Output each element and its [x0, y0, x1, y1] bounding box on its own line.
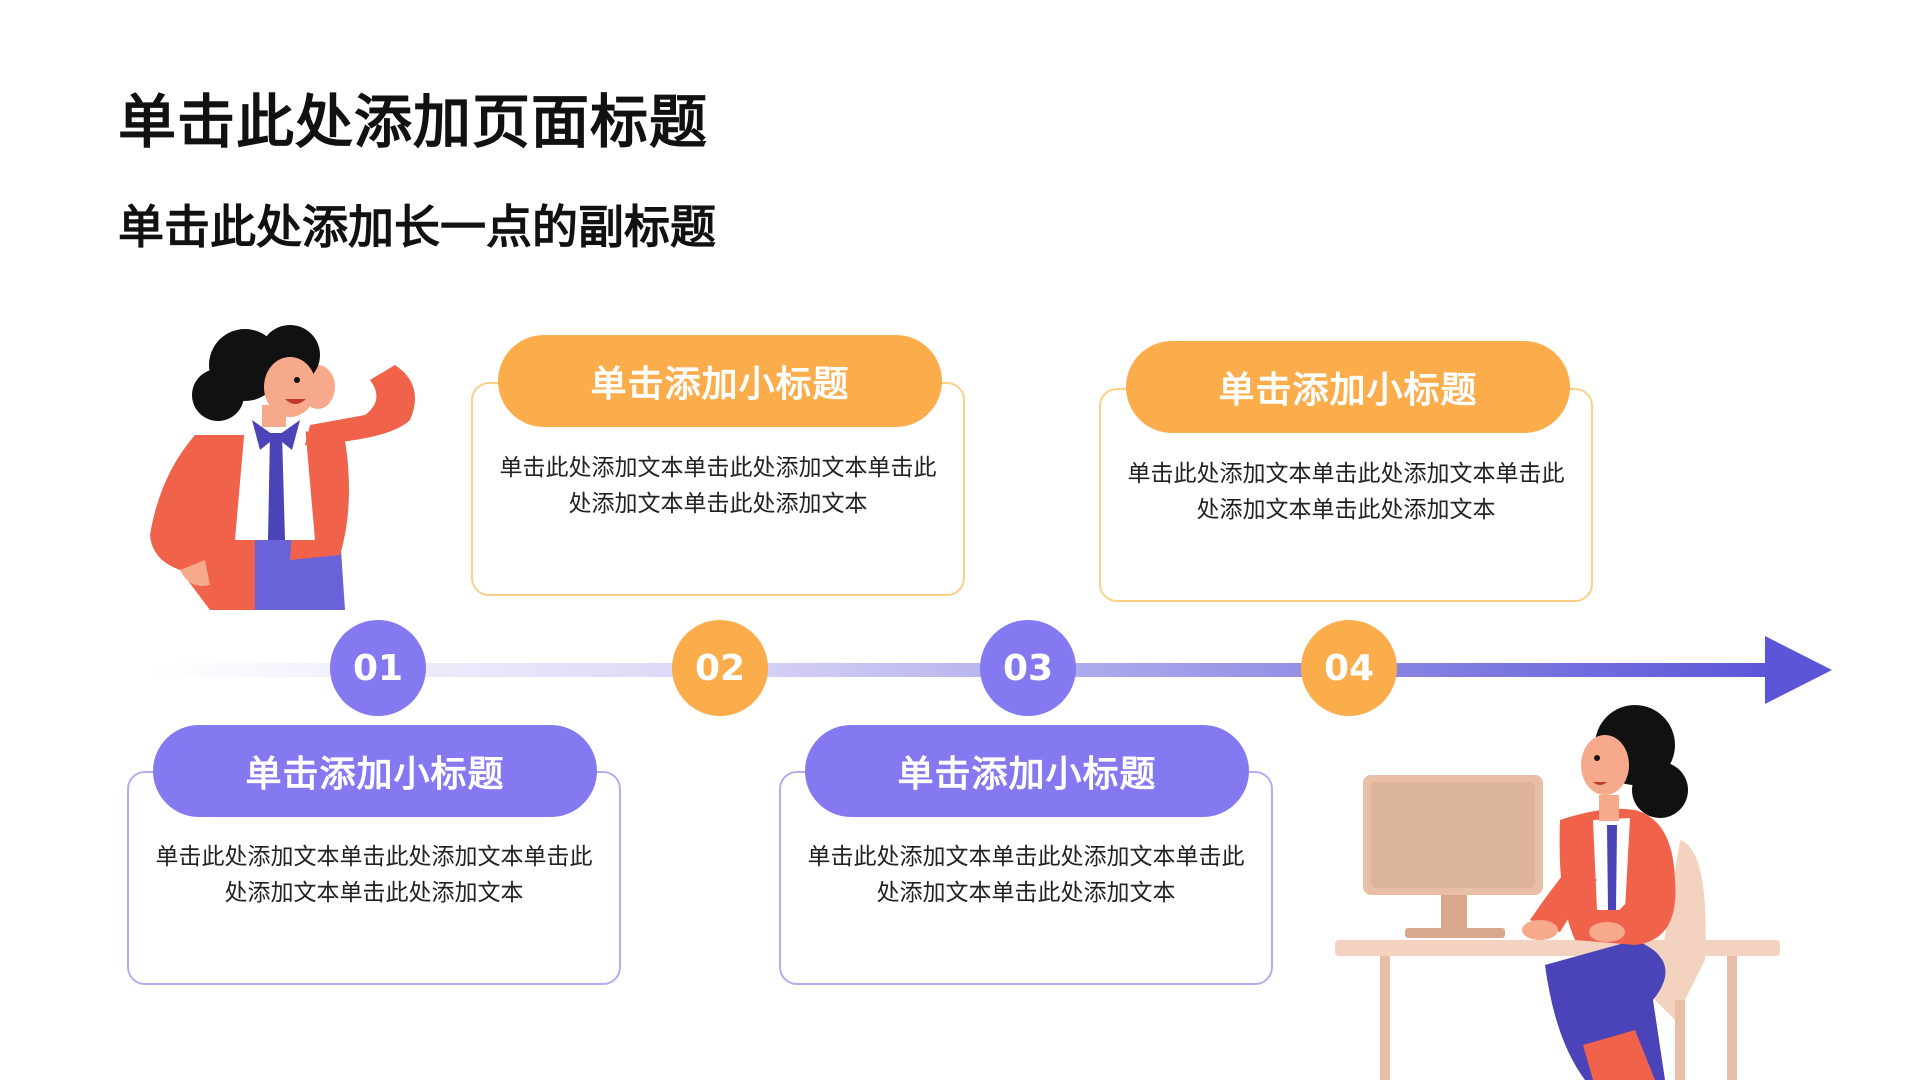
step-heading-1[interactable]: 单击添加小标题 — [153, 725, 597, 817]
step-card-body[interactable]: 单击此处添加文本单击此处添加文本单击此处添加文本单击此处添加文本 — [807, 844, 1245, 906]
step-number-3: 03 — [980, 620, 1076, 716]
step-card-body[interactable]: 单击此处添加文本单击此处添加文本单击此处添加文本单击此处添加文本 — [1127, 461, 1565, 523]
step-heading-3[interactable]: 单击添加小标题 — [805, 725, 1249, 817]
step-heading-4[interactable]: 单击添加小标题 — [1126, 341, 1570, 433]
step-heading-2[interactable]: 单击添加小标题 — [498, 335, 942, 427]
step-card-body[interactable]: 单击此处添加文本单击此处添加文本单击此处添加文本单击此处添加文本 — [155, 844, 593, 906]
woman-at-computer-illustration — [1335, 705, 1780, 1080]
page-subtitle[interactable]: 单击此处添加长一点的副标题 — [118, 200, 716, 254]
step-number-1: 01 — [330, 620, 426, 716]
page-title[interactable]: 单击此处添加页面标题 — [118, 88, 709, 156]
step-card-body[interactable]: 单击此处添加文本单击此处添加文本单击此处添加文本单击此处添加文本 — [499, 455, 937, 517]
woman-on-phone-illustration — [150, 325, 415, 610]
step-number-2: 02 — [672, 620, 768, 716]
step-number-4: 04 — [1301, 620, 1397, 716]
